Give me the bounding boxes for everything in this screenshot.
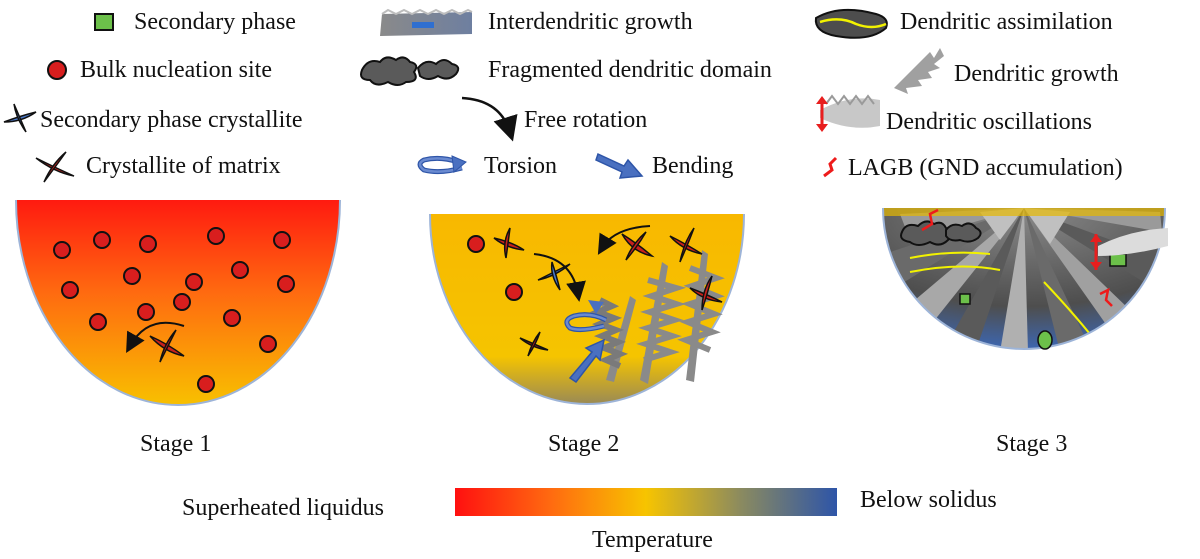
stage2-matrix-crystallites — [493, 227, 723, 357]
matrix-crystallite — [519, 331, 549, 357]
matrix-crystallite — [669, 227, 703, 263]
scale-left-label: Superheated liquidus — [182, 495, 384, 521]
stage2-secondary-crystallite — [537, 261, 571, 291]
matrix-crystallite — [689, 275, 723, 311]
nucleation-site — [467, 235, 485, 253]
free-rotation-arrow-icon — [461, 96, 518, 142]
nucleation-site — [173, 293, 191, 311]
label-secondary-phase-crystallite: Secondary phase crystallite — [40, 107, 303, 133]
label-lagb: LAGB (GND accumulation) — [848, 155, 1123, 181]
stage3-lagb-1 — [921, 208, 939, 232]
label-fragmented-dendritic-domain: Fragmented dendritic domain — [488, 57, 772, 83]
matrix-crystallite — [621, 231, 655, 261]
nucleation-site — [139, 235, 157, 253]
nucleation-site — [93, 231, 111, 249]
stage2-nucleation-sites — [467, 235, 523, 301]
crystallite-of-matrix-icon — [35, 151, 75, 183]
stage2-torsion-icon — [564, 300, 608, 333]
stage2-bending-arrow — [568, 338, 606, 384]
label-interdendritic-growth: Interdendritic growth — [488, 9, 693, 35]
interdendritic-growth-icon — [380, 8, 473, 36]
nucleation-site — [89, 313, 107, 331]
stage1-nucleation-sites — [53, 227, 295, 393]
secondary-phase-icon — [94, 13, 114, 31]
bending-arrow-icon — [595, 152, 644, 179]
stage2-rotation-arrow-1 — [533, 253, 586, 302]
label-crystallite-of-matrix: Crystallite of matrix — [86, 153, 281, 179]
matrix-crystallite — [493, 227, 525, 259]
stage3-lagb-2 — [1099, 287, 1113, 307]
scale-right-label: Below solidus — [860, 487, 997, 513]
label-secondary-phase: Secondary phase — [134, 9, 296, 35]
stage3-fragmented-domain — [900, 220, 982, 246]
stage1-rotation-arrow — [126, 321, 185, 353]
lagb-icon — [823, 156, 838, 178]
dendritic-oscillations-icon — [816, 94, 880, 132]
nucleation-site — [137, 303, 155, 321]
label-bending: Bending — [652, 153, 734, 179]
stage1-label: Stage 1 — [140, 431, 212, 457]
nucleation-site — [505, 283, 523, 301]
nucleation-site — [273, 231, 291, 249]
stage2-label: Stage 2 — [548, 431, 620, 457]
label-free-rotation: Free rotation — [524, 107, 648, 133]
label-dendritic-growth: Dendritic growth — [954, 61, 1119, 87]
dendritic-growth-icon — [894, 48, 944, 94]
label-dendritic-assimilation: Dendritic assimilation — [900, 9, 1113, 35]
nucleation-site — [53, 241, 71, 259]
nucleation-site — [61, 281, 79, 299]
nucleation-site — [223, 309, 241, 327]
nucleation-site — [197, 375, 215, 393]
nucleation-site — [123, 267, 141, 285]
label-bulk-nucleation-site: Bulk nucleation site — [80, 57, 272, 83]
nucleation-site — [277, 275, 295, 293]
stage3-secondary-phase-3 — [1037, 330, 1053, 350]
torsion-icon — [417, 155, 467, 175]
label-torsion: Torsion — [484, 153, 557, 179]
dendritic-assimilation-icon — [814, 8, 888, 39]
nucleation-site — [259, 335, 277, 353]
nucleation-site — [231, 261, 249, 279]
stage2-rotation-arrow-2 — [597, 225, 651, 255]
stage3-secondary-phase-1 — [959, 293, 971, 305]
fragmented-dendritic-domain-icon — [360, 56, 460, 86]
stage3-dendritic-oscillation — [1090, 228, 1168, 270]
temperature-gradient-bar — [455, 488, 837, 516]
secondary-phase-crystallite-icon — [3, 103, 37, 133]
nucleation-site — [185, 273, 203, 291]
stage3-label: Stage 3 — [996, 431, 1068, 457]
label-dendritic-oscillations: Dendritic oscillations — [886, 109, 1092, 135]
bulk-nucleation-site-icon — [47, 60, 67, 80]
stage3-secondary-phase-2 — [1109, 253, 1127, 267]
stage1-matrix-crystallite — [149, 329, 185, 363]
scale-title: Temperature — [592, 527, 713, 553]
nucleation-site — [207, 227, 225, 245]
